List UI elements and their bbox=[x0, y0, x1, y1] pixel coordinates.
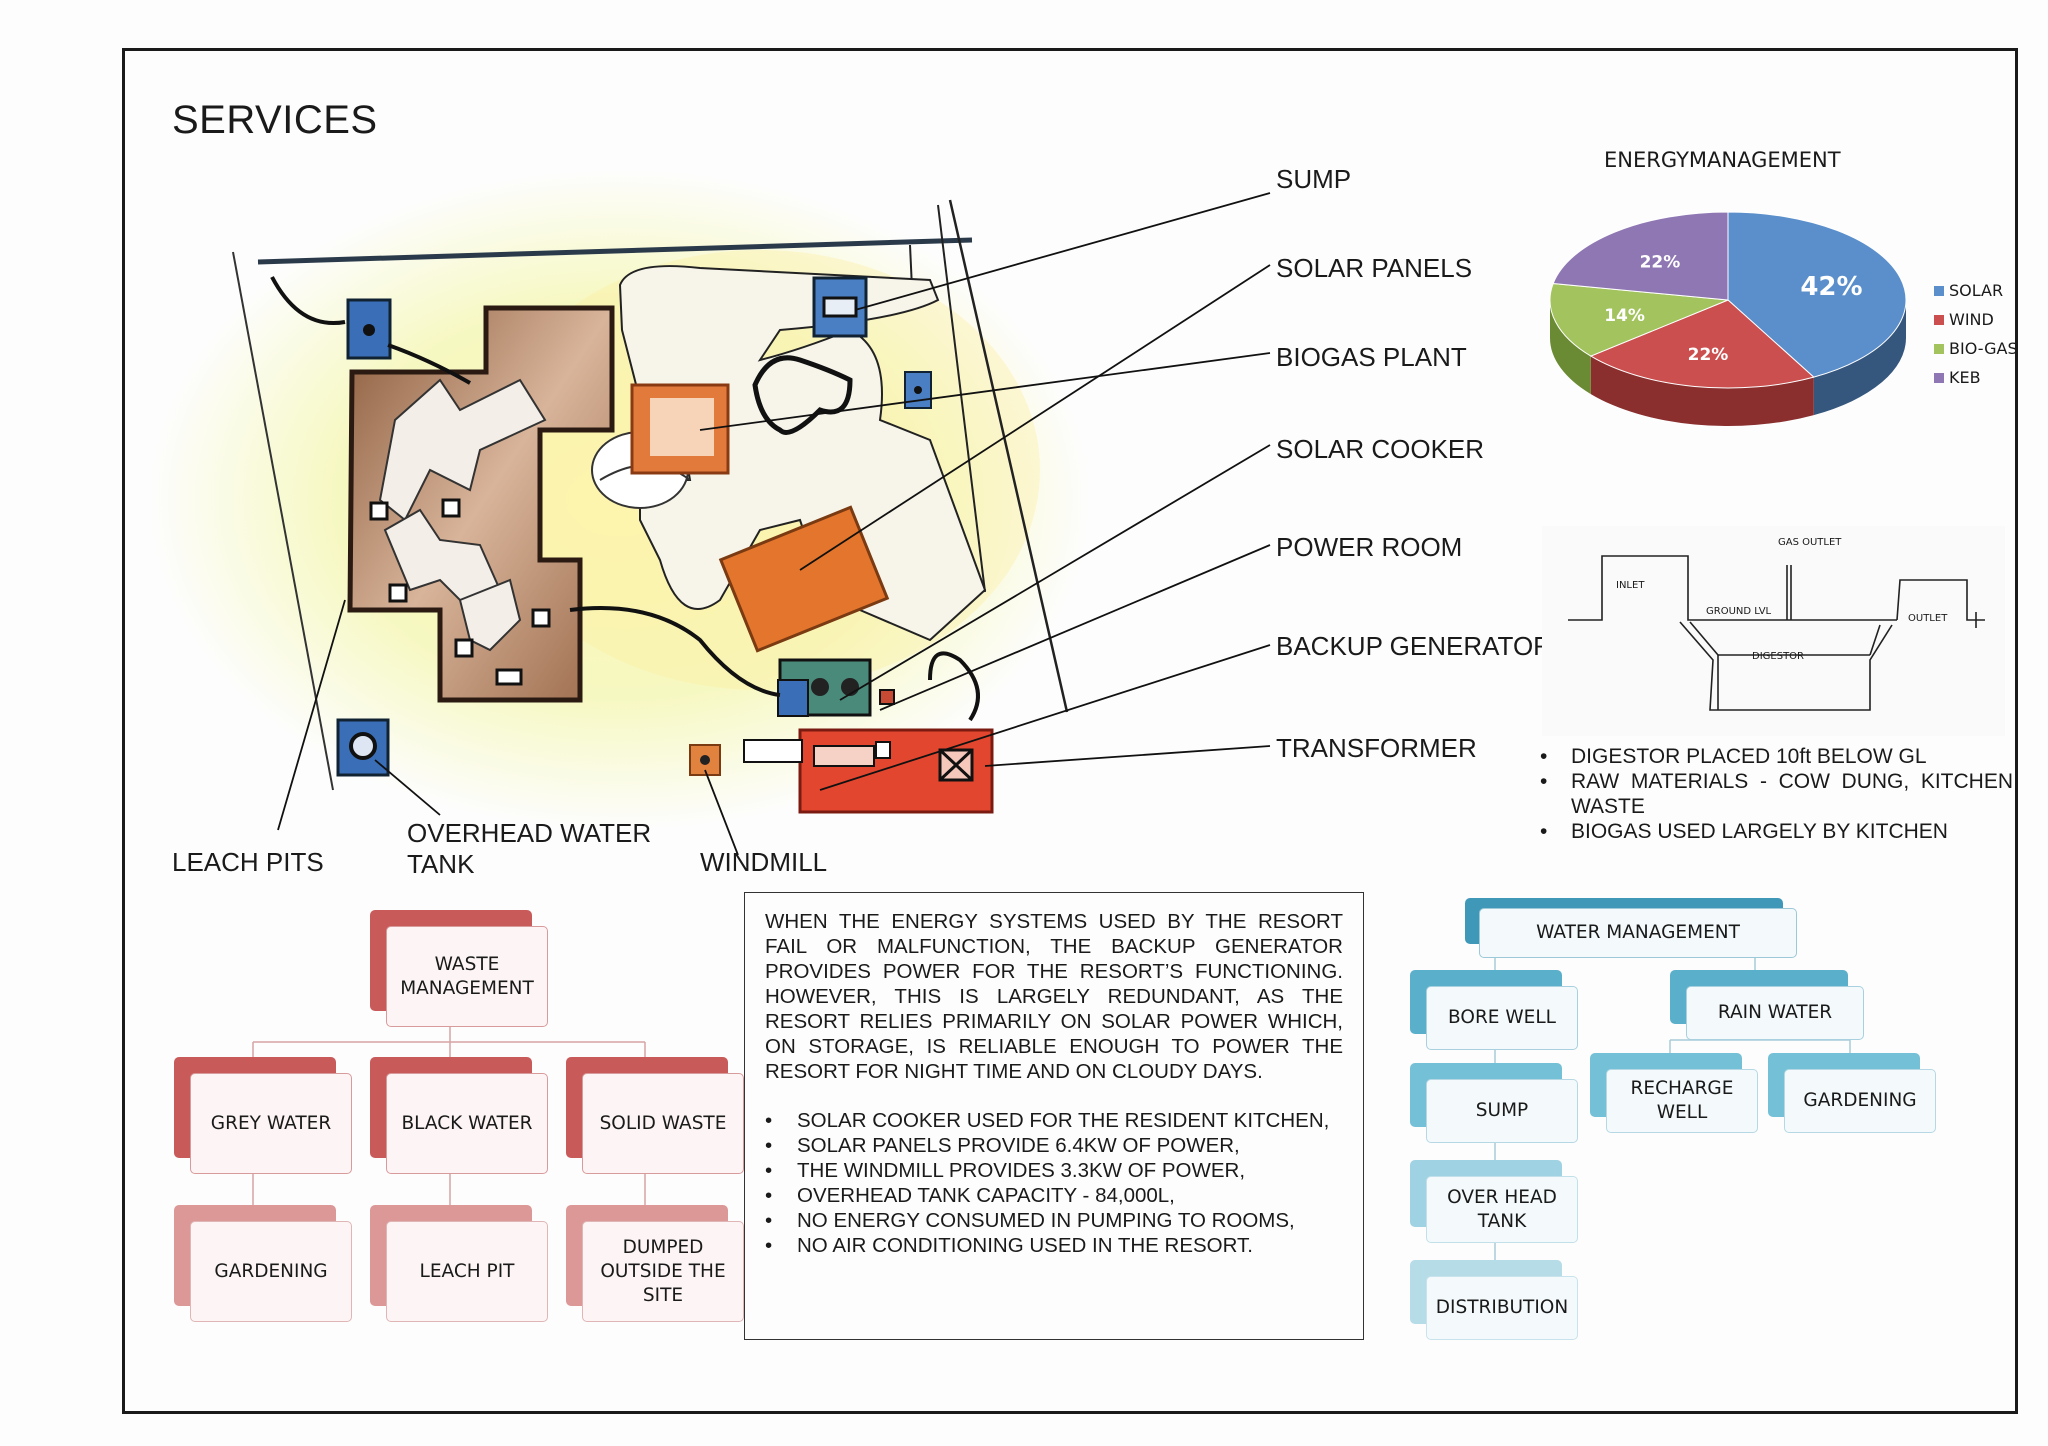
notes-bullet: •SOLAR PANELS PROVIDE 6.4KW OF POWER, bbox=[765, 1134, 1240, 1157]
legend-biogas: BIO-GAS bbox=[1934, 334, 2018, 363]
legend-swatch-biogas bbox=[1934, 343, 1944, 354]
leach-pit-node: LEACH PIT bbox=[370, 1205, 548, 1322]
notes-paragraph: WHEN THE ENERGY SYSTEMS USED BY THE RESO… bbox=[765, 910, 1343, 1083]
dumped-node: DUMPED OUTSIDE THE SITE bbox=[566, 1205, 744, 1322]
pie-slice-bio-gas bbox=[1549, 282, 1729, 357]
legend-swatch-wind bbox=[1934, 314, 1944, 325]
page-frame bbox=[122, 48, 2018, 1414]
label-overhead-water-tank: OVERHEAD WATER TANK bbox=[407, 818, 652, 879]
label-transformer: TRANSFORMER bbox=[1276, 733, 1477, 763]
label-backup-generator: BACKUP GENERATOR bbox=[1276, 631, 1552, 661]
digestor-label: DIGESTOR bbox=[1752, 651, 1804, 662]
pie-side-bio-gas bbox=[1550, 300, 1591, 395]
waste-management-node: WASTE MANAGEMENT bbox=[370, 910, 548, 1027]
distribution-node: DISTRIBUTION bbox=[1410, 1260, 1578, 1340]
digester-note: •BIOGAS USED LARGELY BY KITCHEN bbox=[1540, 820, 1948, 843]
pie-label-wind: 22% bbox=[1688, 345, 1729, 365]
water-management-node: WATER MANAGEMENT bbox=[1465, 898, 1797, 958]
label-sump: SUMP bbox=[1276, 164, 1352, 194]
pie-slice-wind bbox=[1589, 299, 1815, 389]
legend-solar: SOLAR bbox=[1934, 276, 2018, 305]
pie-slice-solar bbox=[1727, 211, 1907, 378]
legend-swatch-keb bbox=[1934, 372, 1944, 383]
notes-bullet: •NO AIR CONDITIONING USED IN THE RESORT. bbox=[765, 1234, 1253, 1257]
gardening-water-node: GARDENING bbox=[1768, 1053, 1936, 1133]
digester-notes: •DIGESTOR PLACED 10ft BELOW GL •RAW MATE… bbox=[1540, 744, 2013, 844]
label-leach-pits: LEACH PITS bbox=[172, 847, 324, 877]
outlet-label: OUTLET bbox=[1908, 613, 1948, 624]
gardening-waste-node: GARDENING bbox=[174, 1205, 352, 1322]
notes-bullet: •THE WINDMILL PROVIDES 3.3KW OF POWER, bbox=[765, 1159, 1246, 1182]
sump-node: SUMP bbox=[1410, 1063, 1578, 1143]
leader-lines bbox=[277, 192, 1271, 856]
legend-wind: WIND bbox=[1934, 305, 2018, 334]
notes-bullet: •NO ENERGY CONSUMED IN PUMPING TO ROOMS, bbox=[765, 1209, 1295, 1232]
recharge-well-node: RECHARGE WELL bbox=[1590, 1053, 1758, 1133]
digester-note: •RAW MATERIALS - COW DUNG, KITCHEN WASTE bbox=[1540, 770, 2013, 818]
inlet-label: INLET bbox=[1616, 580, 1645, 591]
pie-side-solar bbox=[1813, 300, 1906, 416]
grey-water-node: GREY WATER bbox=[174, 1057, 352, 1174]
gas-outlet-label: GAS OUTLET bbox=[1778, 537, 1842, 548]
notes-bullet: •OVERHEAD TANK CAPACITY - 84,000L, bbox=[765, 1184, 1175, 1207]
pie-label-solar: 42% bbox=[1800, 272, 1862, 302]
energy-chart-title: ENERGYMANAGEMENT bbox=[1604, 148, 1841, 172]
solid-waste-node: SOLID WASTE bbox=[566, 1057, 744, 1174]
pie-label-bio-gas: 14% bbox=[1604, 306, 1645, 326]
label-windmill: WINDMILL bbox=[700, 847, 828, 877]
ground-level-label: GROUND LVL bbox=[1706, 606, 1772, 617]
label-power-room: POWER ROOM bbox=[1276, 532, 1463, 562]
page-title: SERVICES bbox=[172, 98, 378, 142]
over-head-tank-node: OVER HEAD TANK bbox=[1410, 1160, 1578, 1243]
black-water-node: BLACK WATER bbox=[370, 1057, 548, 1174]
pie-slice-keb bbox=[1552, 211, 1729, 301]
label-biogas-plant: BIOGAS PLANT bbox=[1276, 342, 1467, 372]
notes-bullet: •SOLAR COOKER USED FOR THE RESIDENT KITC… bbox=[765, 1109, 1330, 1132]
label-solar-panels: SOLAR PANELS bbox=[1276, 253, 1473, 283]
bore-well-node: BORE WELL bbox=[1410, 970, 1578, 1050]
label-solar-cooker: SOLAR COOKER bbox=[1276, 434, 1485, 464]
legend-keb: KEB bbox=[1934, 363, 2018, 392]
digester-note: •DIGESTOR PLACED 10ft BELOW GL bbox=[1540, 745, 1927, 768]
energy-legend: SOLAR WIND BIO-GAS KEB bbox=[1934, 276, 2018, 392]
pie-side-wind bbox=[1590, 356, 1814, 426]
rain-water-node: RAIN WATER bbox=[1670, 970, 1864, 1040]
notes-box: WHEN THE ENERGY SYSTEMS USED BY THE RESO… bbox=[744, 892, 1364, 1340]
pie-label-keb: 22% bbox=[1640, 252, 1681, 272]
legend-swatch-solar bbox=[1934, 285, 1944, 296]
